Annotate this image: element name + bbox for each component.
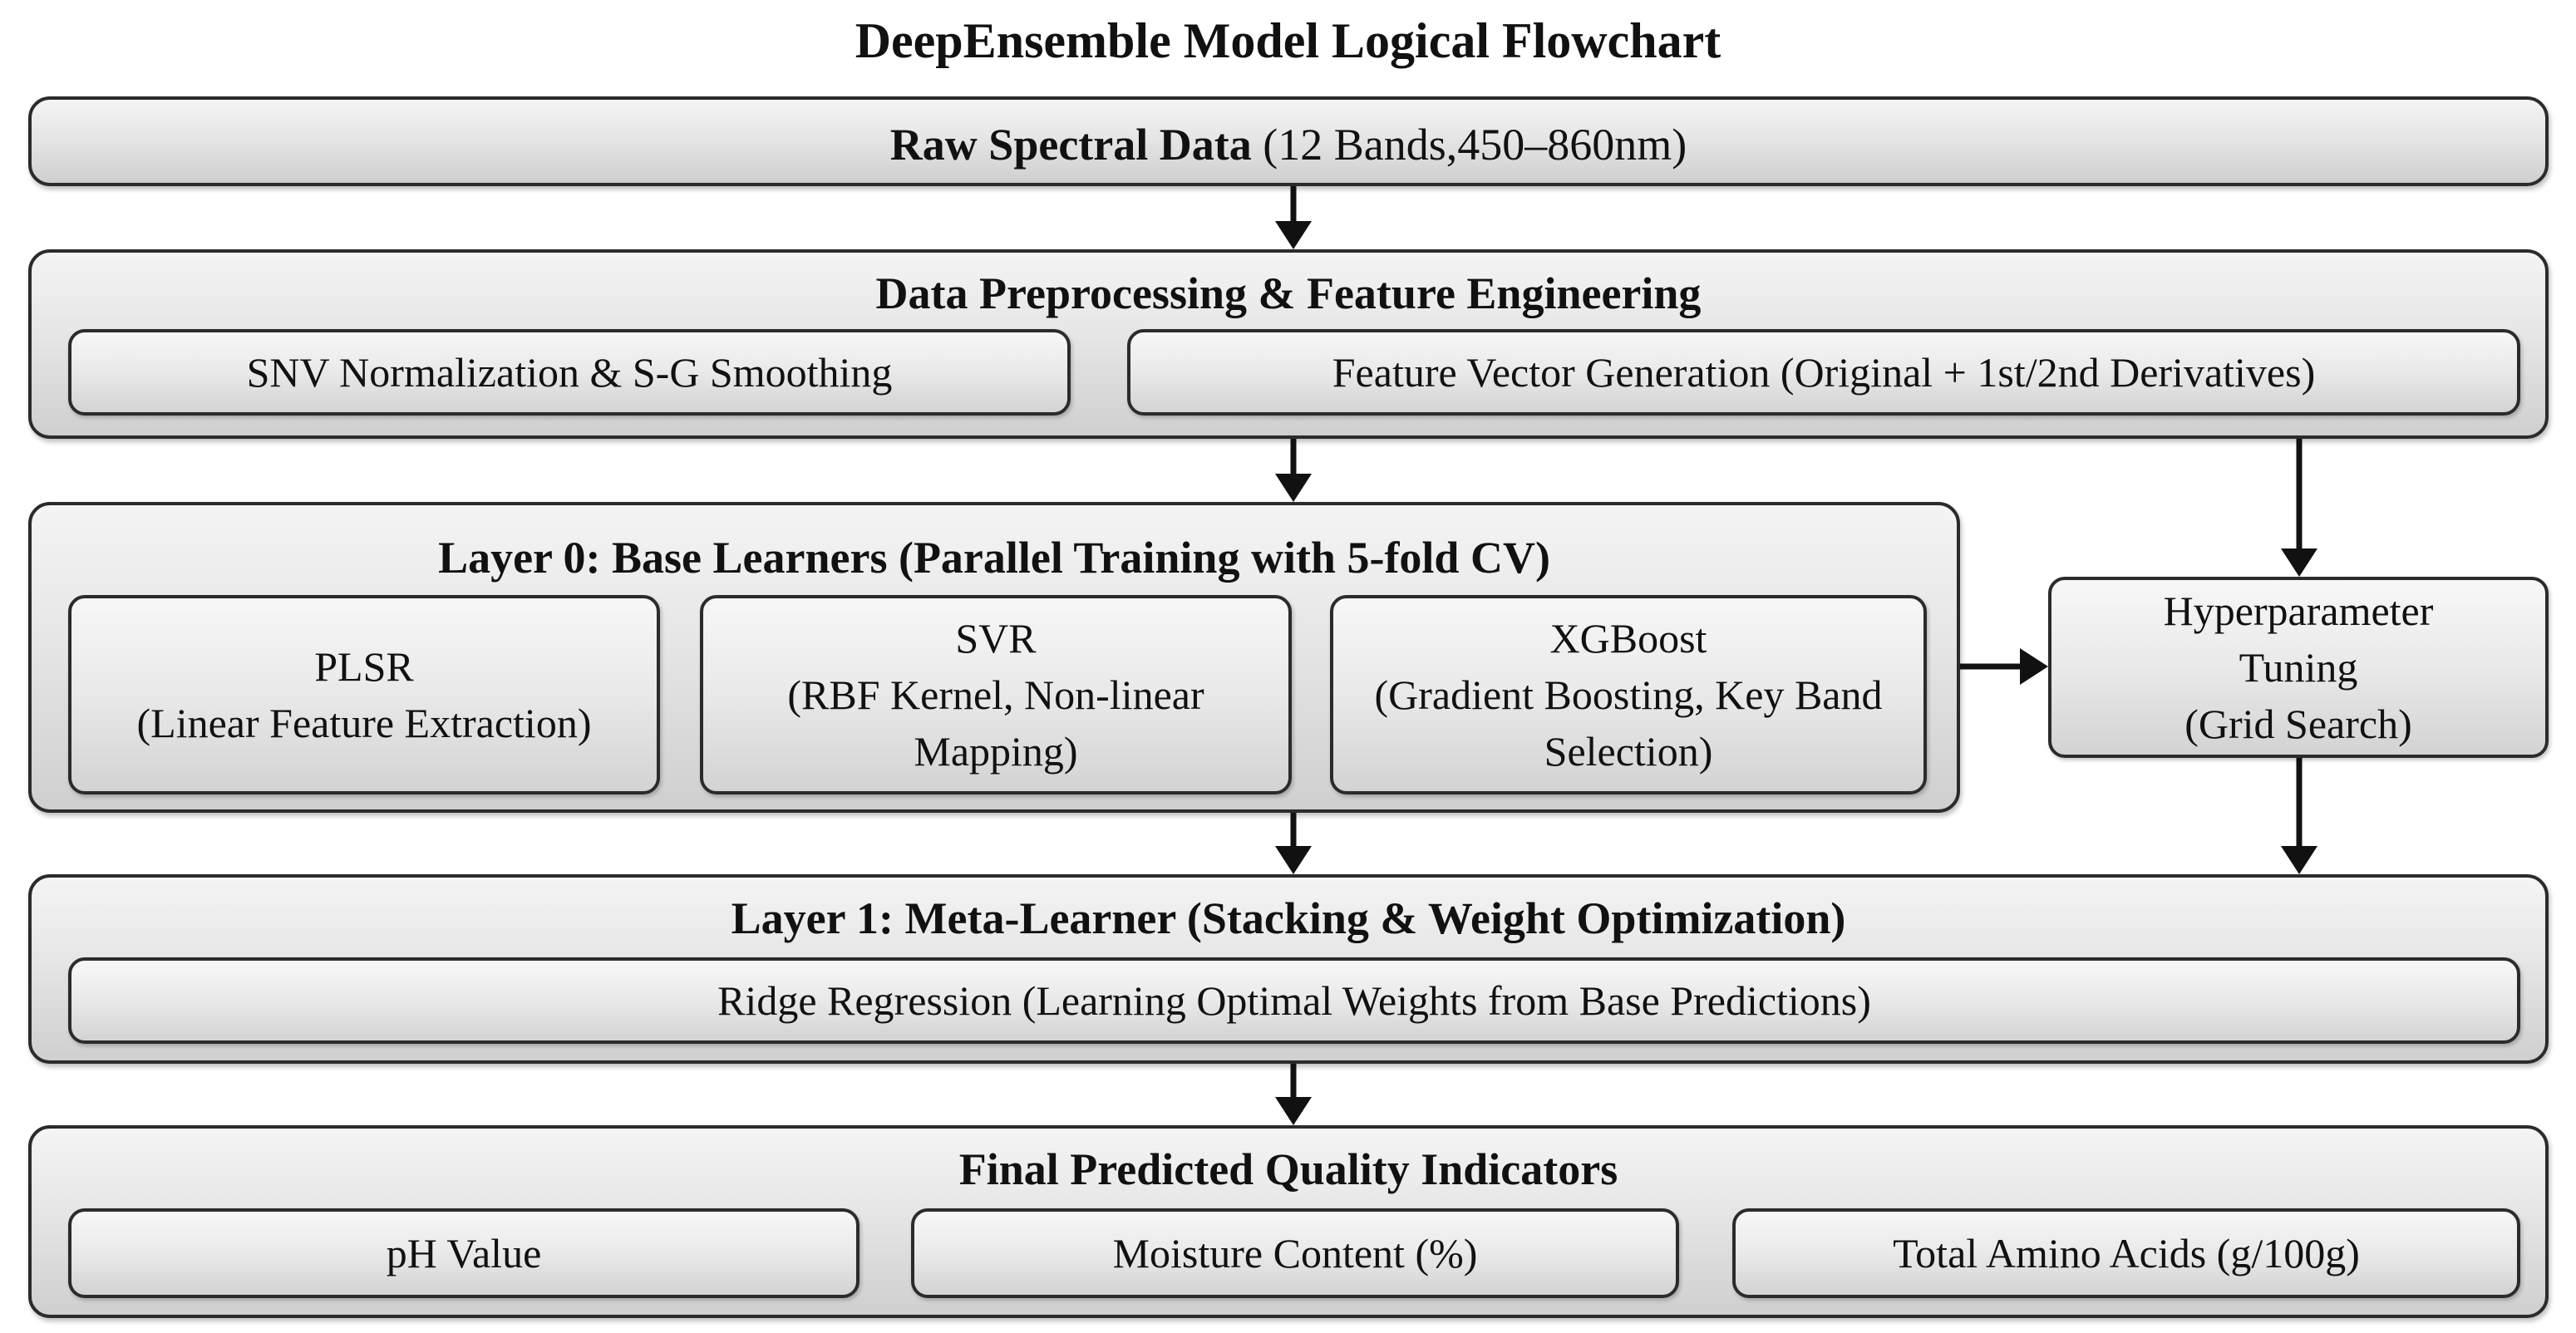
tuning-line-1: Hyperparameter <box>2163 588 2434 634</box>
preprocessing-box: Data Preprocessing & Feature Engineering… <box>28 249 2549 439</box>
tuning-line-2: Tuning <box>2239 644 2358 691</box>
arrowhead-preprocessing-to-tuning <box>2281 548 2317 577</box>
outputs-box: Final Predicted Quality Indicators pH Va… <box>28 1125 2549 1318</box>
learner-xgboost: XGBoost (Gradient Boosting, Key Band Sel… <box>1330 595 1927 794</box>
arrowhead-raw-to-preprocessing <box>1275 221 1312 249</box>
raw-data-detail: (12 Bands,450–860nm) <box>1263 120 1687 170</box>
learner-svr: SVR (RBF Kernel, Non-linear Mapping) <box>700 595 1292 794</box>
arrowhead-layer0-to-tuning <box>2020 648 2048 685</box>
output-ph-value: pH Value <box>68 1208 859 1298</box>
tuning-line-3: (Grid Search) <box>2184 701 2412 747</box>
learner-plsr-detail: (Linear Feature Extraction) <box>136 700 592 746</box>
output-total-amino-acids: Total Amino Acids (g/100g) <box>1732 1208 2520 1298</box>
hyperparameter-tuning-box: Hyperparameter Tuning (Grid Search) <box>2048 577 2549 758</box>
raw-data-box: Raw Spectral Data (12 Bands,450–860nm) <box>28 96 2549 186</box>
learner-xgboost-detail: (Gradient Boosting, Key Band Selection) <box>1374 671 1883 775</box>
preprocessing-title: Data Preprocessing & Feature Engineering <box>875 268 1702 318</box>
outputs-title: Final Predicted Quality Indicators <box>958 1144 1618 1194</box>
preprocessing-step-smoothing: SNV Normalization & S-G Smoothing <box>68 329 1071 416</box>
arrowhead-layer1-to-outputs <box>1275 1097 1312 1125</box>
learner-svr-detail: (RBF Kernel, Non-linear Mapping) <box>787 671 1204 775</box>
arrowhead-layer0-to-layer1 <box>1275 846 1312 874</box>
learner-plsr-name: PLSR <box>314 643 414 690</box>
diagram-title: DeepEnsemble Model Logical Flowchart <box>855 13 1721 68</box>
arrowhead-preprocessing-to-layer0 <box>1275 474 1312 502</box>
raw-data-title: Raw Spectral Data <box>889 120 1252 170</box>
preprocessing-step-feature-vector: Feature Vector Generation (Original + 1s… <box>1127 329 2520 416</box>
arrowhead-tuning-to-layer1 <box>2281 846 2317 874</box>
output-moisture-content: Moisture Content (%) <box>911 1208 1679 1298</box>
learner-xgboost-name: XGBoost <box>1549 615 1707 662</box>
learner-svr-name: SVR <box>955 615 1037 662</box>
meta-learner-method: Ridge Regression (Learning Optimal Weigh… <box>68 957 2520 1044</box>
layer0-box: Layer 0: Base Learners (Parallel Trainin… <box>28 502 1960 813</box>
layer1-title: Layer 1: Meta-Learner (Stacking & Weight… <box>731 893 1846 943</box>
layer0-title: Layer 0: Base Learners (Parallel Trainin… <box>438 533 1550 583</box>
raw-data-label: Raw Spectral Data (12 Bands,450–860nm) <box>32 100 2545 189</box>
layer1-box: Layer 1: Meta-Learner (Stacking & Weight… <box>28 874 2549 1064</box>
learner-plsr: PLSR (Linear Feature Extraction) <box>68 595 660 794</box>
